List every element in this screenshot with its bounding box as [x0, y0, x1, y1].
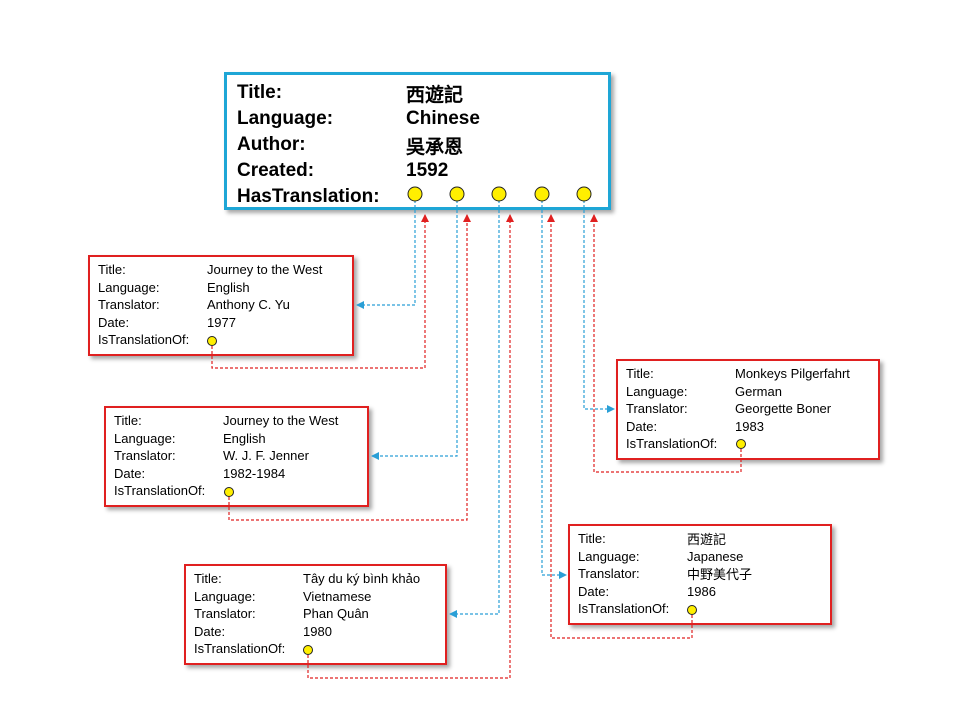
original-has-translation-row: HasTranslation: [237, 184, 608, 210]
title-value: Journey to the West [223, 413, 339, 429]
field-label: Title: [578, 531, 606, 547]
field-label: Language: [194, 588, 256, 604]
has-translation-link-de [583, 200, 615, 413]
field-label: Language: [98, 279, 160, 295]
translation-record-en-jenner: Title: Journey to the West Language: Engli… [104, 406, 369, 507]
is-translation-of-link-de [590, 214, 742, 473]
translation-record-de: Title: Monkeys Pilgerfahrt Language: Germa… [616, 359, 880, 460]
title-value: Tây du ký bình khảo [303, 571, 421, 587]
field-label: Date: [194, 623, 226, 639]
created-value: 1592 [406, 160, 449, 181]
language-value: English [223, 430, 266, 446]
language-value: Chinese [406, 108, 480, 129]
date-value: 1982-1984 [223, 465, 286, 481]
is-translation-of-label: IsTranslationOf: [626, 436, 718, 452]
is-translation-of-label: IsTranslationOf: [194, 641, 286, 657]
title-value: 西遊記 [406, 84, 464, 106]
date-value: 1986 [687, 583, 716, 599]
field-label: Title: [194, 571, 222, 587]
field-label: Date: [626, 418, 658, 434]
is-translation-of-link-en-jenner [228, 214, 471, 521]
field-label: Translator: [626, 401, 688, 417]
original-author-row: Author: 吳承恩 [237, 132, 608, 158]
field-label: Title: [626, 366, 654, 382]
language-value: Japanese [687, 548, 744, 564]
date-value: 1977 [207, 314, 236, 330]
is-translation-of-link-en-yu [211, 214, 429, 369]
has-translation-port-5 [576, 186, 592, 202]
has-translation-link-vi [449, 200, 500, 618]
is-translation-of-link-vi [307, 214, 514, 679]
has-translation-port-3 [491, 186, 507, 202]
field-label: Title: [114, 413, 142, 429]
is-translation-of-port-en-yu [207, 336, 217, 346]
has-translation-port-4 [534, 186, 550, 202]
translator-value: W. J. F. Jenner [223, 448, 309, 464]
field-label: Date: [578, 583, 610, 599]
date-value: 1983 [735, 418, 764, 434]
field-label: Translator: [578, 566, 640, 582]
is-translation-of-label: IsTranslationOf: [114, 483, 206, 499]
created-label: Created: [237, 160, 315, 181]
translator-value: 中野美代子 [687, 567, 753, 583]
language-value: Vietnamese [303, 588, 372, 604]
original-language-row: Language: Chinese [237, 106, 608, 132]
is-translation-of-label: IsTranslationOf: [98, 332, 190, 348]
original-title-row: Title: 西遊記 [237, 80, 608, 106]
title-label: Title: [237, 82, 283, 103]
has-translation-port-2 [449, 186, 465, 202]
language-value: German [735, 383, 782, 399]
field-label: Language: [578, 548, 640, 564]
language-label: Language: [237, 108, 334, 129]
field-label: Date: [98, 314, 130, 330]
translation-record-ja: Title: 西遊記 Language: Japanese Translator: 中… [568, 524, 832, 625]
original-created-row: Created: 1592 [237, 158, 608, 184]
field-label: Date: [114, 465, 146, 481]
has-translation-link-ja [541, 200, 567, 579]
is-translation-of-port-ja [687, 605, 697, 615]
is-translation-of-port-de [736, 439, 746, 449]
title-value: Monkeys Pilgerfahrt [735, 366, 850, 382]
is-translation-of-link-ja [547, 214, 693, 639]
translator-value: Phan Quân [303, 606, 369, 622]
field-label: Language: [626, 383, 688, 399]
translation-record-en-yu: Title: Journey to the West Language: Engli… [88, 255, 354, 356]
is-translation-of-port-en-jenner [224, 487, 234, 497]
has-translation-label: HasTranslation: [237, 186, 380, 207]
is-translation-of-label: IsTranslationOf: [578, 601, 670, 617]
field-label: Translator: [98, 297, 160, 313]
has-translation-port-1 [407, 186, 423, 202]
field-label: Translator: [194, 606, 256, 622]
has-translation-link-en-jenner [371, 200, 458, 460]
title-value: Journey to the West [207, 262, 323, 278]
has-translation-link-en-yu [356, 200, 416, 309]
translation-record-vi: Title: Tây du ký bình khảo Language: Vietn… [184, 564, 447, 665]
language-value: English [207, 279, 250, 295]
author-value: 吳承恩 [406, 136, 464, 158]
field-label: Language: [114, 430, 176, 446]
field-label: Translator: [114, 448, 176, 464]
field-label: Title: [98, 262, 126, 278]
date-value: 1980 [303, 623, 332, 639]
translator-value: Georgette Boner [735, 401, 832, 417]
title-value: 西遊記 [687, 532, 727, 548]
translator-value: Anthony C. Yu [207, 297, 290, 313]
author-label: Author: [237, 134, 306, 155]
is-translation-of-port-vi [303, 645, 313, 655]
